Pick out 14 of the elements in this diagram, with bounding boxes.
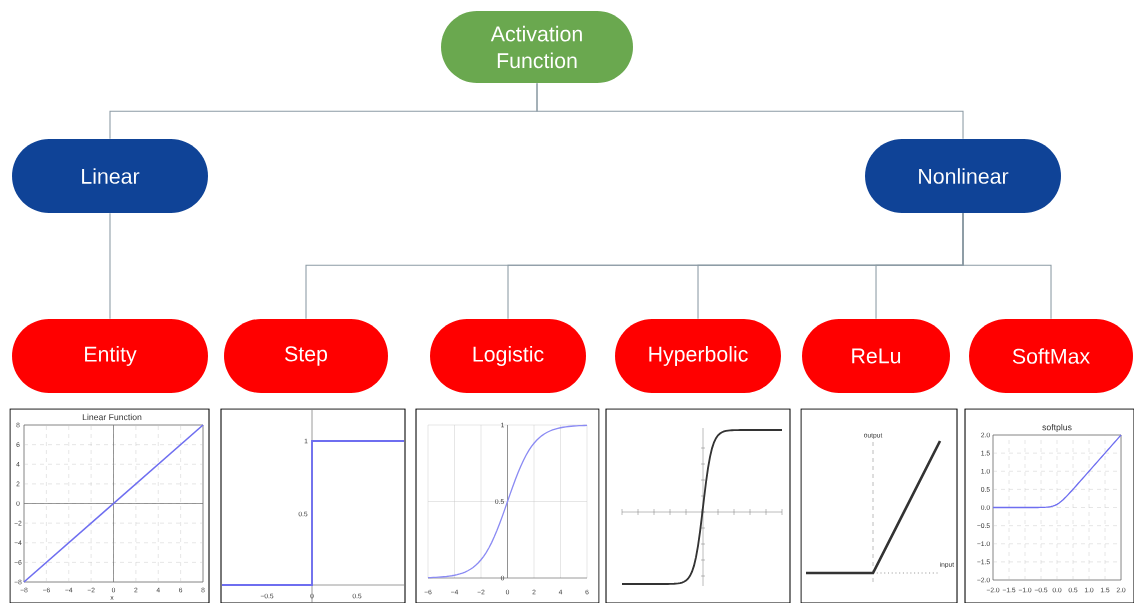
function-pill: Hyperbolic — [615, 319, 781, 393]
connector-line — [962, 212, 1052, 320]
function-pill: Entity — [12, 319, 208, 393]
plot-title: softplus — [1042, 423, 1072, 433]
plot-title: Linear Function — [82, 413, 142, 421]
root-pill: Activation Function — [441, 11, 633, 83]
function-pill: Step — [224, 319, 388, 393]
connector-line — [109, 212, 111, 320]
connector-line — [536, 82, 964, 140]
category-pill: Linear — [12, 139, 208, 213]
category-pill: Nonlinear — [865, 139, 1061, 213]
function-pill: ReLu — [802, 319, 950, 393]
function-pill: SoftMax — [969, 319, 1133, 393]
function-pill: Logistic — [430, 319, 586, 393]
